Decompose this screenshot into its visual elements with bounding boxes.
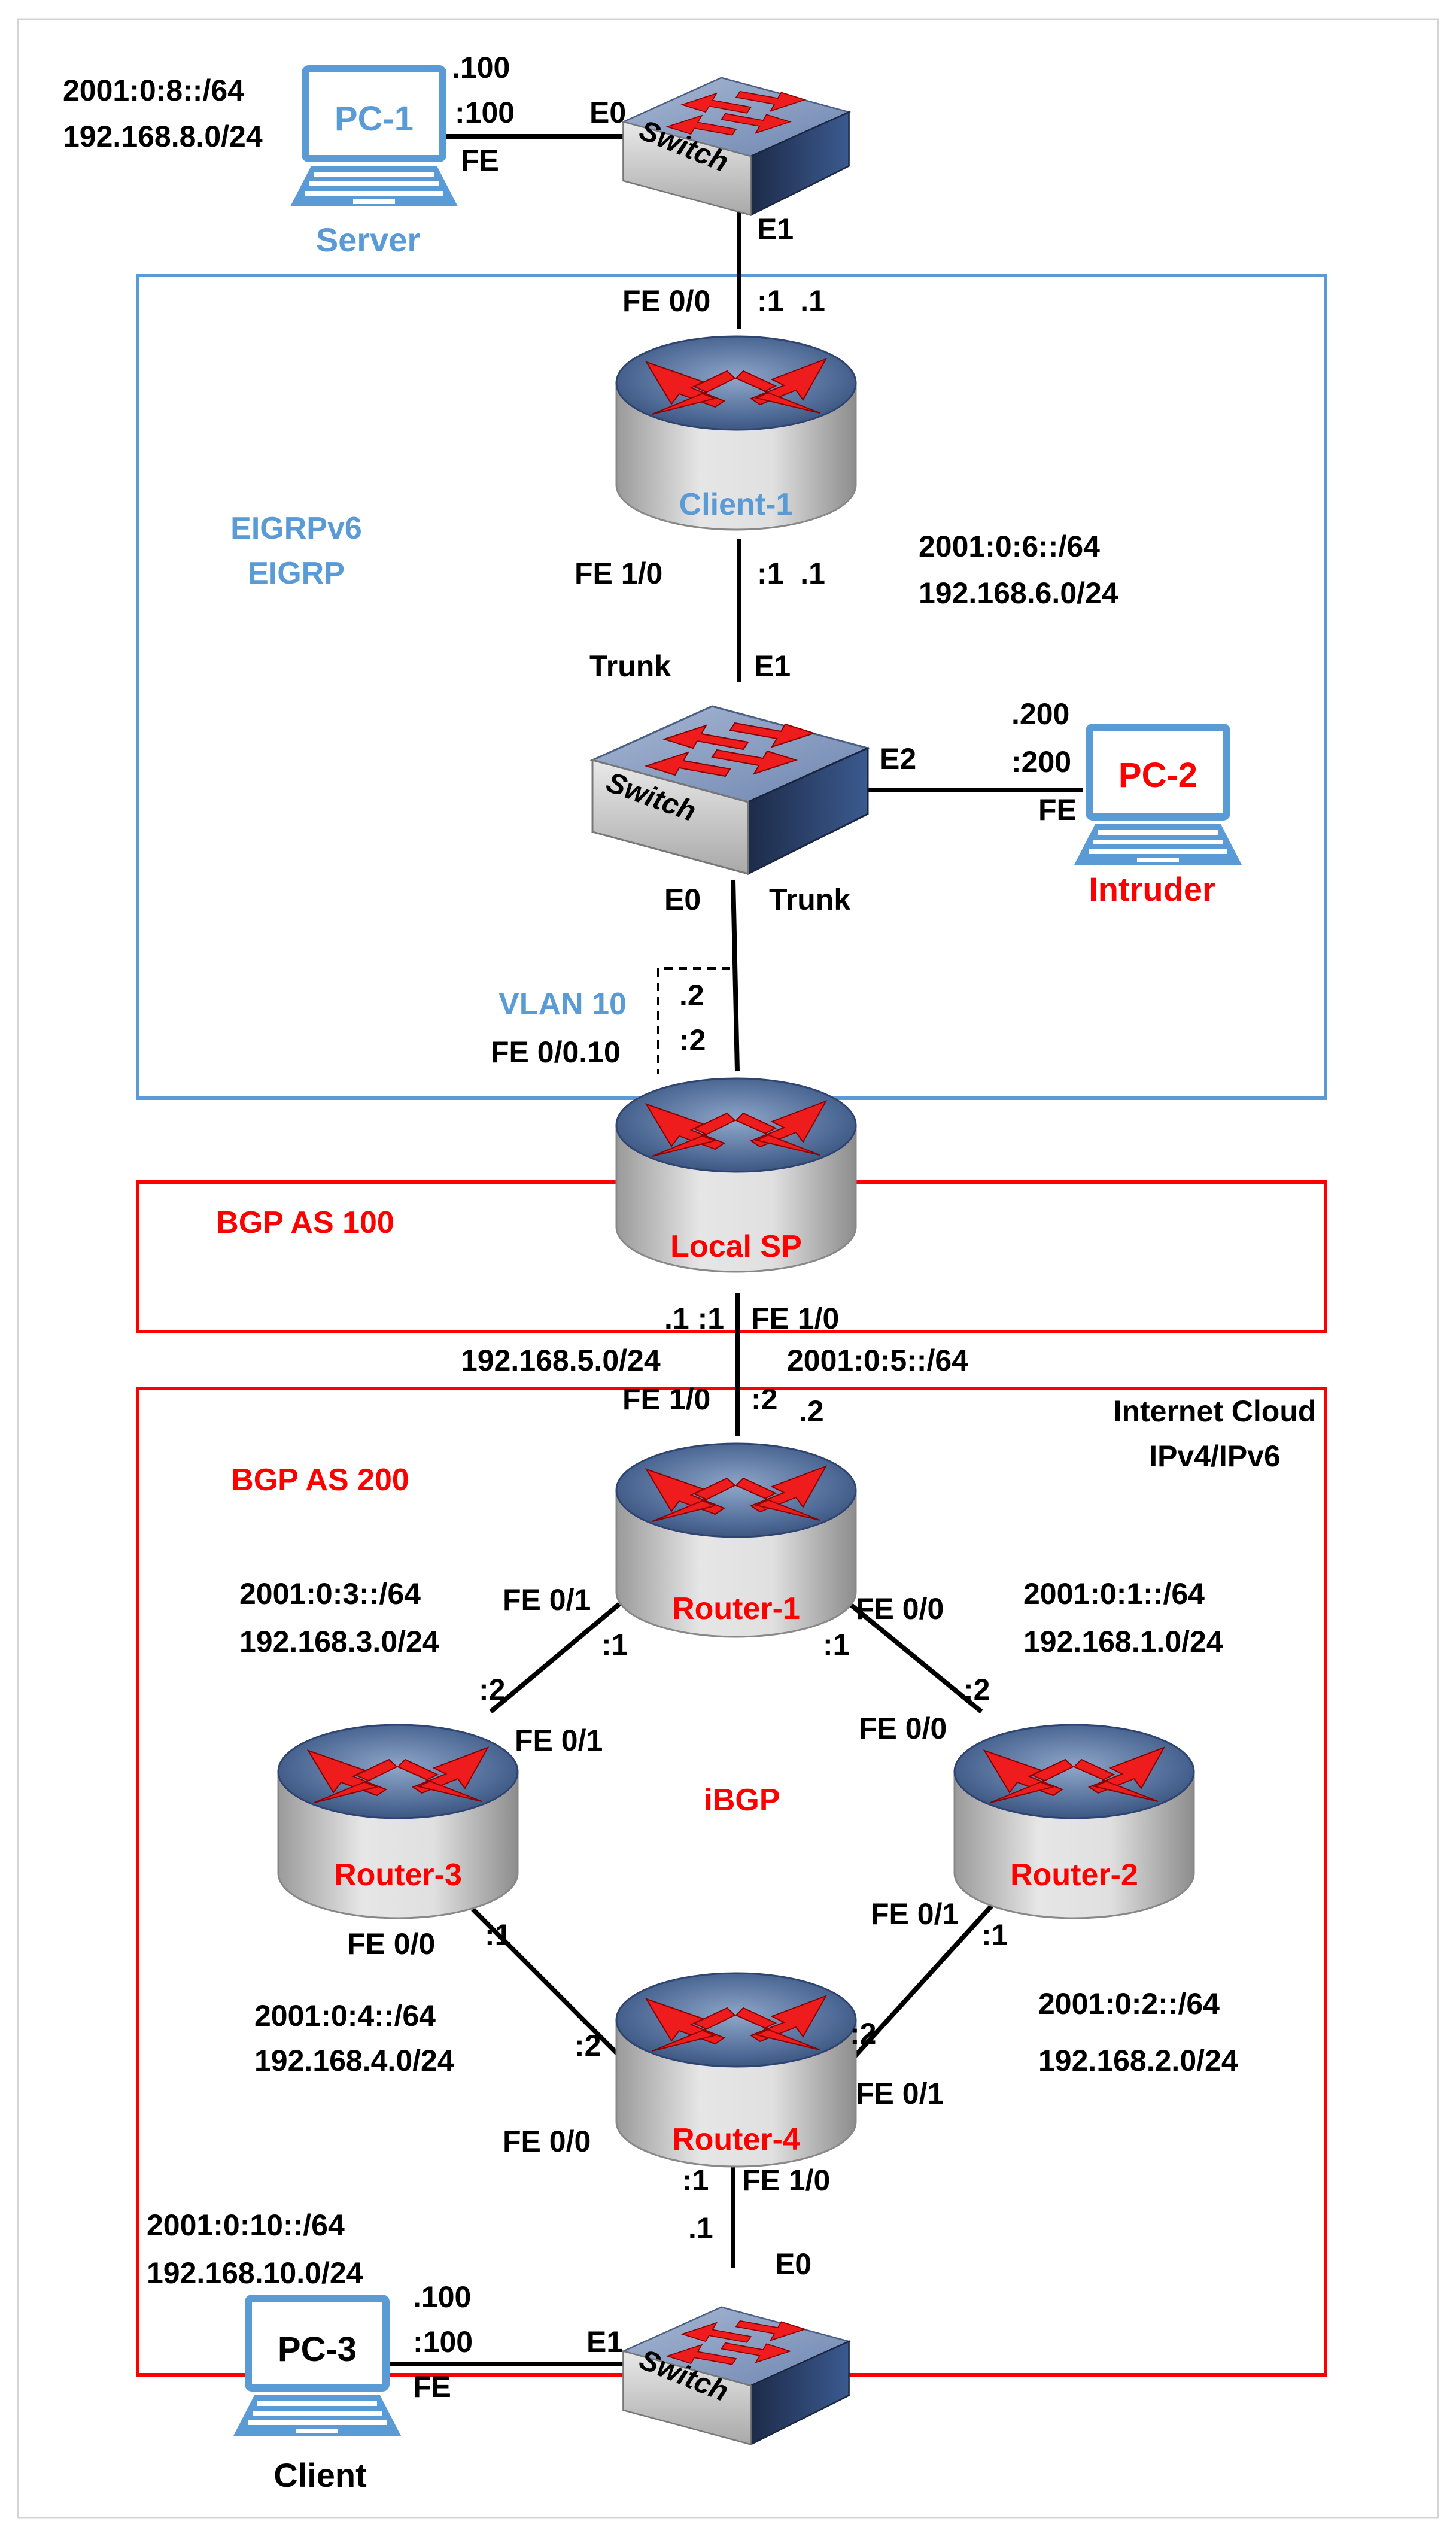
net6-v4: 192.168.6.0/24 xyxy=(919,576,1118,610)
link-router3-router4 xyxy=(471,1907,630,2067)
router1-fe00-port: FE 0/0 xyxy=(856,1592,944,1626)
net6-v6: 2001:0:6::/64 xyxy=(919,530,1100,563)
pc2-v4-addr: .200 xyxy=(1011,697,1069,731)
localsp-sub-v6: :2 xyxy=(679,1023,706,1057)
switch2-e0-port: E0 xyxy=(664,883,701,916)
switch2-trunk-top: Trunk xyxy=(589,649,671,683)
net3-v6: 2001:0:3::/64 xyxy=(239,1577,421,1611)
pc1-v6-addr: :100 xyxy=(455,96,515,129)
router4-fe10-v4: .1 xyxy=(688,2211,713,2245)
client1-fe00-port: FE 0/0 xyxy=(622,284,710,318)
vlan-label: VLAN 10 xyxy=(498,987,627,1022)
net4-v6: 2001:0:4::/64 xyxy=(254,1999,436,2032)
pc2-screen-label: PC-2 xyxy=(1118,756,1197,795)
router1-fe00-addr: :1 xyxy=(823,1628,849,1661)
router3-label: Router-3 xyxy=(334,1858,462,1892)
localsp-sub-v4: .2 xyxy=(679,979,704,1012)
net10-v4: 192.168.10.0/24 xyxy=(147,2256,363,2290)
net5-v6: 2001:0:5::/64 xyxy=(787,1344,968,1377)
pc2-v6-addr: :200 xyxy=(1011,745,1071,779)
router2-fe00-port: FE 0/0 xyxy=(859,1712,947,1745)
cloud-label-line2: IPv4/IPv6 xyxy=(1149,1439,1281,1473)
switch2-trunk-bottom: Trunk xyxy=(769,883,850,916)
eigrpv6-label: EIGRPv6 xyxy=(230,511,362,546)
localsp-label: Local SP xyxy=(670,1229,802,1264)
client1-label: Client-1 xyxy=(679,487,794,522)
router2-label: Router-2 xyxy=(1010,1858,1138,1892)
pc2-role-label: Intruder xyxy=(1089,870,1215,908)
router4-fe01-addr: :2 xyxy=(850,2017,876,2050)
net3-v4: 192.168.3.0/24 xyxy=(239,1625,439,1658)
bgp100-label: BGP AS 100 xyxy=(216,1205,394,1240)
pc3-role-label: Client xyxy=(273,2456,367,2494)
link-router1-router2 xyxy=(848,1602,983,1714)
router4-fe01-port: FE 0/1 xyxy=(856,2077,944,2110)
router2-fe00-addr: :2 xyxy=(963,1673,990,1706)
net2-v6: 2001:0:2::/64 xyxy=(1038,1987,1220,2021)
pc1-fe-port: FE xyxy=(461,144,499,177)
net8-v6: 2001:0:8::/64 xyxy=(63,74,244,107)
router4-label: Router-4 xyxy=(672,2122,800,2157)
pc3-fe-port: FE xyxy=(413,2370,451,2404)
router1-fe10-port: FE 1/0 xyxy=(622,1383,710,1416)
net1-v4: 192.168.1.0/24 xyxy=(1023,1625,1223,1658)
router3-fe01-addr: :2 xyxy=(479,1673,505,1706)
router3-fe00-port: FE 0/0 xyxy=(347,1927,435,1961)
bgp200-label: BGP AS 200 xyxy=(231,1463,409,1497)
link-router1-router3 xyxy=(489,1602,621,1714)
switch1-e0-port: E0 xyxy=(589,96,626,129)
cloud-label-line1: Internet Cloud xyxy=(1114,1394,1317,1428)
client1-fe10-port: FE 1/0 xyxy=(575,557,662,590)
net4-v4: 192.168.4.0/24 xyxy=(254,2044,454,2077)
router1-fe10-v4: .2 xyxy=(799,1394,824,1428)
pc3-v4-addr: .100 xyxy=(413,2280,471,2314)
pc1-role-label: Server xyxy=(316,221,420,259)
router3-fe01-port: FE 0/1 xyxy=(515,1724,603,1757)
pc1-screen-label: PC-1 xyxy=(335,99,414,138)
link-router2-router4 xyxy=(848,1895,1001,2064)
switch1-e1-port: E1 xyxy=(757,212,794,246)
router4-fe10-v6: :1 xyxy=(682,2164,709,2197)
switch3-e1-port: E1 xyxy=(586,2325,623,2359)
client1-fe00-addr: :1 .1 xyxy=(757,284,825,318)
localsp-sub-if: FE 0/0.10 xyxy=(491,1035,621,1069)
router2-fe01-port: FE 0/1 xyxy=(871,1897,959,1931)
pc3-screen-label: PC-3 xyxy=(278,2330,357,2369)
localsp-fe10-addr: .1 :1 xyxy=(664,1302,724,1335)
net2-v4: 192.168.2.0/24 xyxy=(1038,2044,1238,2077)
net10-v6: 2001:0:10::/64 xyxy=(147,2208,345,2242)
router1-fe10-v6: :2 xyxy=(751,1383,777,1416)
pc2-fe-port: FE xyxy=(1038,793,1077,827)
net1-v6: 2001:0:1::/64 xyxy=(1023,1577,1205,1611)
switch2-e1-port: E1 xyxy=(754,649,791,683)
router3-fe00-addr: :1 xyxy=(485,1918,511,1952)
router4-fe10-port: FE 1/0 xyxy=(742,2164,830,2197)
pc1-v4-addr: .100 xyxy=(452,51,510,84)
outer-frame xyxy=(17,18,1439,2519)
links xyxy=(389,134,1083,2366)
ibgp-label: iBGP xyxy=(704,1783,780,1818)
switch2-e2-port: E2 xyxy=(880,742,916,776)
subinterface-bracket xyxy=(657,967,730,1074)
net5-v4: 192.168.5.0/24 xyxy=(461,1344,661,1377)
pc3-v6-addr: :100 xyxy=(413,2325,473,2359)
client1-fe10-addr: :1 .1 xyxy=(757,557,825,590)
eigrp-label: EIGRP xyxy=(248,556,345,591)
router1-label: Router-1 xyxy=(672,1591,800,1626)
localsp-fe10-port: FE 1/0 xyxy=(751,1302,839,1335)
router4-fe00-port: FE 0/0 xyxy=(503,2125,591,2158)
net8-v4: 192.168.8.0/24 xyxy=(63,120,263,153)
pc2-icon[interactable] xyxy=(1074,727,1242,865)
router1-fe01-addr: :1 xyxy=(601,1628,628,1661)
link-switch2-localsp xyxy=(731,879,740,1072)
router1-fe01-port: FE 0/1 xyxy=(503,1583,591,1617)
router2-fe01-addr: :1 xyxy=(981,1918,1008,1952)
router4-fe00-addr: :2 xyxy=(575,2029,601,2062)
switch3-e0-port: E0 xyxy=(775,2247,811,2281)
